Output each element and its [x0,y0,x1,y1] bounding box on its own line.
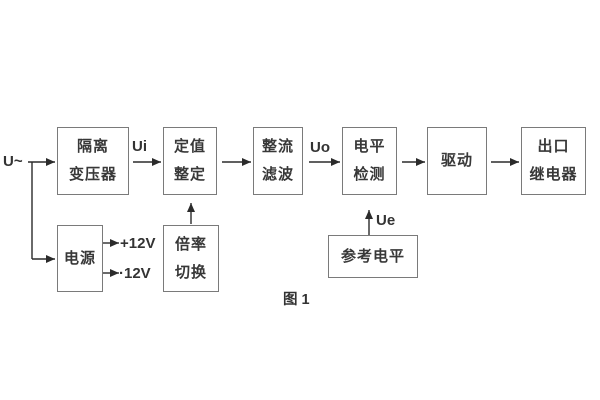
box-label: 整流 [261,138,294,155]
box-label: 检测 [353,166,386,183]
box-label: 参考电平 [340,247,405,265]
box-level-detection: 电平 检测 [342,127,397,195]
box-label: 电平 [353,138,386,155]
label-uo: Uo [310,139,330,156]
box-rectifier-filter: 整流 滤波 [253,127,303,195]
box-label: 变压器 [68,166,117,183]
box-ratio-switch: 倍率 切换 [163,225,219,292]
box-reference-level: 参考电平 [328,235,418,278]
box-label: 隔离 [76,138,109,155]
box-label: 切换 [174,263,207,281]
box-label: 继电器 [529,166,578,183]
box-isolation-transformer: 隔离 变压器 [57,127,129,195]
box-label: 定值 [173,138,206,155]
label-ui: Ui [132,138,147,155]
box-label: 出口 [537,138,570,155]
box-label: 滤波 [261,166,294,183]
box-label: 倍率 [174,235,207,253]
box-outlet-relay: 出口 继电器 [521,127,586,195]
box-drive: 驱动 [427,127,487,195]
box-label: 驱动 [440,152,473,169]
label-input-voltage: U~ [3,153,23,170]
box-label: 电源 [63,249,96,267]
box-value-setting: 定值 整定 [163,127,217,195]
box-power-supply: 电源 [57,225,103,292]
label-ue: Ue [376,212,396,229]
label-rail-negative-12v: ·12V [119,265,151,282]
figure-caption: 图 1 [283,292,310,308]
box-label: 整定 [173,166,206,183]
label-rail-positive-12v: +12V [120,235,156,252]
